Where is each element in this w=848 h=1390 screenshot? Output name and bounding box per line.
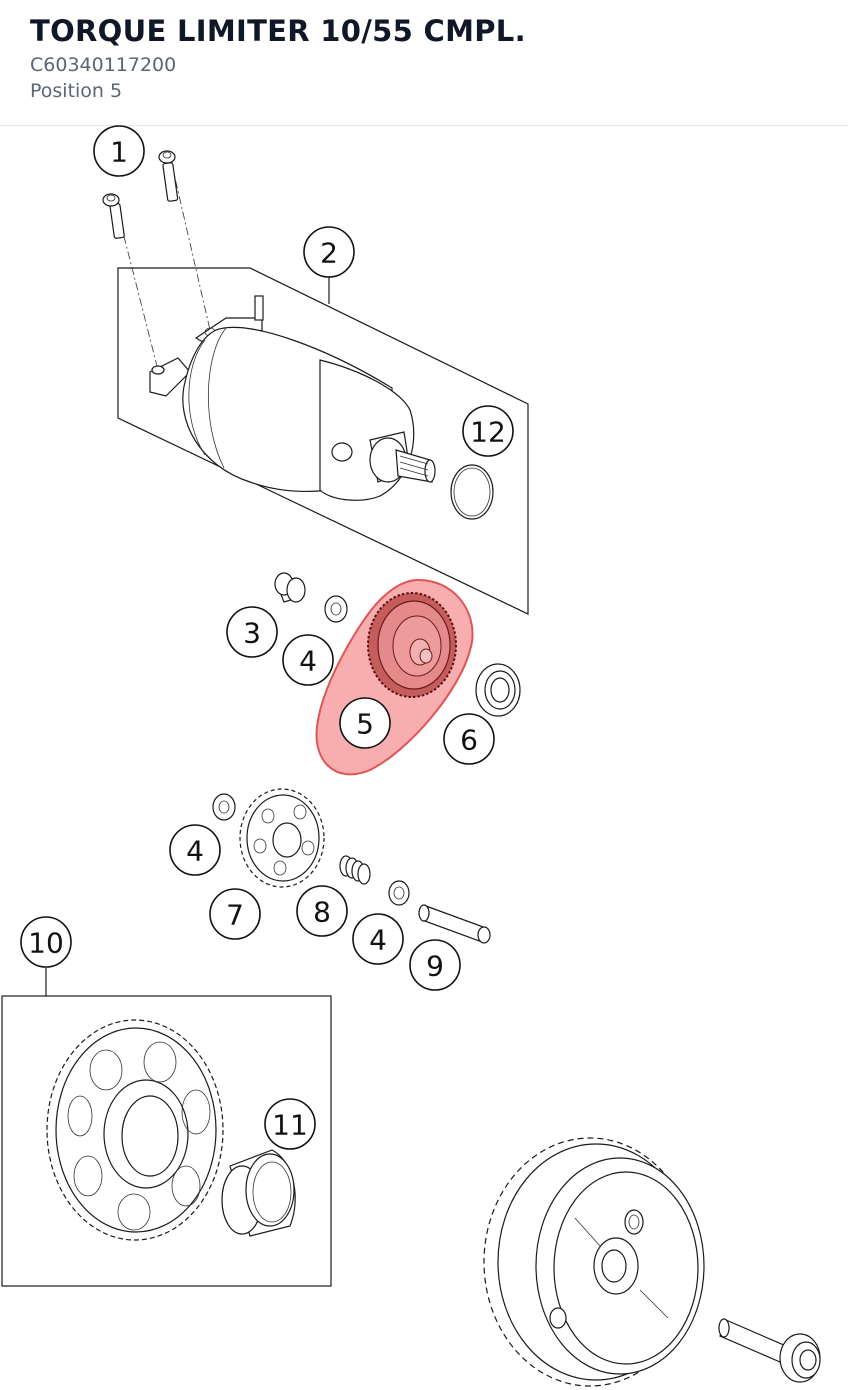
pin-part-9 bbox=[418, 904, 491, 944]
callout-4[interactable]: 4 bbox=[352, 913, 404, 965]
washer-part-4-right bbox=[388, 880, 410, 906]
position-label: Position 5 bbox=[30, 80, 123, 102]
callout-label: 8 bbox=[313, 896, 331, 929]
callout-label: 4 bbox=[186, 835, 204, 868]
callout-label: 10 bbox=[28, 927, 64, 960]
flywheel-bolt bbox=[718, 1318, 821, 1383]
callout-9[interactable]: 9 bbox=[409, 939, 461, 991]
freewheel-gear-part-10 bbox=[46, 1019, 224, 1241]
callout-circle[interactable] bbox=[20, 916, 72, 968]
callout-circle[interactable] bbox=[93, 125, 145, 177]
gear-part-7 bbox=[239, 788, 325, 888]
callout-circle[interactable] bbox=[409, 939, 461, 991]
callout-label: 2 bbox=[320, 237, 338, 270]
callout-11[interactable]: 11 bbox=[264, 1098, 316, 1150]
bushing-part-3 bbox=[274, 572, 306, 603]
part-title: TORQUE LIMITER 10/55 CMPL. bbox=[30, 14, 526, 48]
callout-circle[interactable] bbox=[339, 697, 391, 749]
screw-part-1a bbox=[102, 193, 159, 371]
callout-5[interactable]: 5 bbox=[339, 697, 391, 749]
torque-limiter-part-5 bbox=[367, 592, 457, 698]
callout-circle[interactable] bbox=[462, 405, 514, 457]
screw-part-1b bbox=[158, 150, 211, 331]
callout-label: 12 bbox=[470, 416, 506, 449]
callout-label: 5 bbox=[356, 708, 374, 741]
o-ring-part-12 bbox=[450, 464, 494, 520]
callout-8[interactable]: 8 bbox=[296, 885, 348, 937]
part-header: TORQUE LIMITER 10/55 CMPL. C60340117200 … bbox=[0, 0, 848, 126]
starter-group-frame bbox=[117, 267, 529, 615]
callout-circle[interactable] bbox=[443, 713, 495, 765]
washer-part-4-left bbox=[212, 793, 236, 821]
callout-label: 3 bbox=[243, 617, 261, 650]
callout-label: 1 bbox=[110, 136, 128, 169]
washer-part-4-upper bbox=[324, 595, 348, 623]
callout-label: 9 bbox=[426, 950, 444, 983]
flywheel-rotor bbox=[483, 1137, 705, 1387]
starter-motor-part-2 bbox=[149, 295, 436, 501]
callout-circle[interactable] bbox=[303, 226, 355, 278]
callout-label: 6 bbox=[460, 724, 478, 757]
part-number: C60340117200 bbox=[30, 54, 177, 76]
callout-label: 4 bbox=[299, 645, 317, 678]
bushing-part-11 bbox=[221, 1149, 296, 1237]
callout-1[interactable]: 1 bbox=[93, 125, 145, 177]
callout-6[interactable]: 6 bbox=[443, 713, 495, 765]
callout-circle[interactable] bbox=[352, 913, 404, 965]
callout-circle[interactable] bbox=[226, 606, 278, 658]
callout-3[interactable]: 3 bbox=[226, 606, 278, 658]
callout-label: 4 bbox=[369, 924, 387, 957]
callout-10[interactable]: 10 bbox=[20, 916, 72, 968]
callout-circle[interactable] bbox=[296, 885, 348, 937]
callout-circle[interactable] bbox=[264, 1098, 316, 1150]
callout-2[interactable]: 2 bbox=[303, 226, 355, 278]
callout-4[interactable]: 4 bbox=[282, 634, 334, 686]
callout-4[interactable]: 4 bbox=[169, 824, 221, 876]
callout-12[interactable]: 12 bbox=[462, 405, 514, 457]
callout-circle[interactable] bbox=[209, 888, 261, 940]
callout-circle[interactable] bbox=[169, 824, 221, 876]
freewheel-group-frame bbox=[1, 995, 332, 1287]
bearing-part-6 bbox=[475, 663, 521, 717]
callout-circle[interactable] bbox=[282, 634, 334, 686]
callout-label: 11 bbox=[272, 1109, 308, 1142]
callout-7[interactable]: 7 bbox=[209, 888, 261, 940]
spring-part-8 bbox=[339, 855, 371, 885]
callout-label: 7 bbox=[226, 899, 244, 932]
